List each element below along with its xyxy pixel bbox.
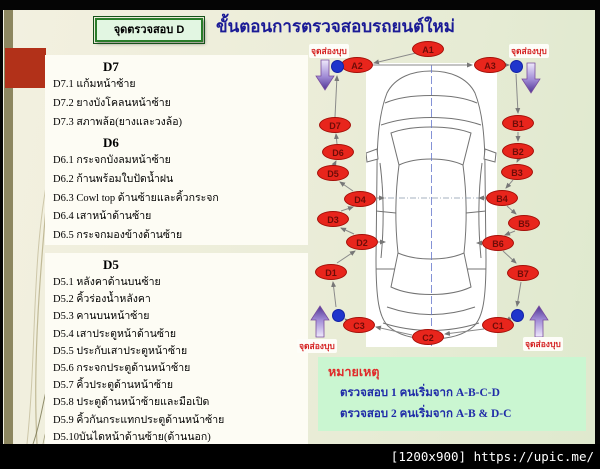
inspection-node-d1: D1 xyxy=(315,264,347,280)
note-box: หมายเหตุ ตรวจสอบ 1 คนเริ่มจาก A-B-C-D ตร… xyxy=(318,357,586,431)
checklist-item: D7.2 ยางบังโคลนหน้าซ้าย xyxy=(53,97,171,109)
inspection-node-b6: B6 xyxy=(482,235,514,251)
note-title: หมายเหตุ xyxy=(328,365,380,379)
checklist-item: D5.10บันไดหน้าด้านซ้าย(ด้านนอก) xyxy=(53,431,211,443)
inspection-node-c3: C3 xyxy=(343,317,375,333)
sight-dot xyxy=(330,59,344,73)
checklist-item: D5.4 เสาประตูหน้าด้านซ้าย xyxy=(53,328,177,340)
checklist-item: D5.6 กระจกประตูด้านหน้าซ้าย xyxy=(53,363,191,375)
inspection-node-a2: A2 xyxy=(341,57,373,73)
sight-dot xyxy=(509,59,523,73)
inspection-node-a3: A3 xyxy=(474,57,506,73)
slide: ขั้นตอนการตรวจสอบรถยนต์ใหม่ จุดตรวจสอบ D… xyxy=(3,10,595,444)
checklist-title: D5 xyxy=(103,257,119,272)
sight-point-label: จุดส่องบุบ xyxy=(523,337,563,351)
inspection-node-c2: C2 xyxy=(412,329,444,345)
inspection-node-d7: D7 xyxy=(319,117,351,133)
inspection-node-b3: B3 xyxy=(501,164,533,180)
checklist-items: D7.1 แก้มหน้าซ้าย D7.2 ยางบังโคลนหน้าซ้าย… xyxy=(45,76,308,132)
note-line: ตรวจสอบ 1 คนเริ่มจาก A-B-C-D xyxy=(340,387,500,399)
sight-dot xyxy=(510,308,524,322)
inspection-node-a1: A1 xyxy=(412,41,444,57)
sight-dot xyxy=(331,308,345,322)
watermark-bar: [1200x900] https://upic.me/ xyxy=(0,444,600,469)
inspection-node-b2: B2 xyxy=(502,143,534,159)
checklist-item: D5.2 คิ้วร่องน้ำหลังคา xyxy=(53,294,151,306)
checklist-item: D7.1 แก้มหน้าซ้าย xyxy=(53,79,136,90)
checklist-item: D5.5 ประกับเสาประตูหน้าซ้าย xyxy=(53,345,188,357)
watermark-text: [1200x900] https://upic.me/ xyxy=(390,449,594,464)
inspection-node-b1: B1 xyxy=(502,115,534,131)
checklist-items: D6.1 กระจกบังลมหน้าซ้าย D6.2 ก้านพร้อมใบป… xyxy=(45,152,308,246)
checklist-panel-d7: D7 D7.1 แก้มหน้าซ้าย D7.2 ยางบังโคลนหน้าซ… xyxy=(45,55,308,131)
checklist-item: D6.3 Cowl top ด้านซ้ายและคิ้วกระจก xyxy=(53,192,219,204)
checklist-item: D5.3 คานบนหน้าซ้าย xyxy=(53,311,150,323)
sight-point-label: จุดส่องบุบ xyxy=(509,44,549,58)
left-olive-stripe xyxy=(4,10,13,444)
inspection-node-d6: D6 xyxy=(322,144,354,160)
checklist-items: D5.1 หลังคาด้านบนซ้าย D5.2 คิ้วร่องน้ำหลั… xyxy=(45,274,308,444)
inspection-node-d2: D2 xyxy=(346,234,378,250)
checklist-item: D7.3 สภาพล้อ(ยางและวงล้อ) xyxy=(53,116,182,128)
checklist-panel-d5: D5 D5.1 หลังคาด้านบนซ้าย D5.2 คิ้วร่องน้ำ… xyxy=(45,253,308,444)
sight-point-label: จุดส่องบุบ xyxy=(309,44,349,58)
note-line: ตรวจสอบ 2 คนเริ่มจาก A-B & D-C xyxy=(340,408,512,420)
inspection-node-c1: C1 xyxy=(482,317,514,333)
checklist-item: D6.5 กระจกมองข้างด้านซ้าย xyxy=(53,230,183,242)
checklist-item: D5.9 คิ้วกันกระแทกประตูด้านหน้าซ้าย xyxy=(53,414,225,426)
checklist-item: D6.4 เสาหน้าด้านซ้าย xyxy=(53,211,152,223)
red-accent-block xyxy=(5,48,46,88)
checklist-item: D5.8 ประตูด้านหน้าซ้ายและมือเปิด xyxy=(53,397,210,409)
checklist-item: D5.1 หลังคาด้านบนซ้าย xyxy=(53,277,161,288)
inspection-point-badge: จุดตรวจสอบ D xyxy=(93,16,205,44)
checklist-item: D6.1 กระจกบังลมหน้าซ้าย xyxy=(53,155,171,166)
checklist-panel-d6: D6 D6.1 กระจกบังลมหน้าซ้าย D6.2 ก้านพร้อม… xyxy=(45,131,308,245)
checklist-title: D6 xyxy=(103,135,119,150)
page-title: ขั้นตอนการตรวจสอบรถยนต์ใหม่ xyxy=(216,17,455,36)
checklist-title: D7 xyxy=(103,59,119,74)
inspection-node-b7: B7 xyxy=(507,265,539,281)
inspection-node-b4: B4 xyxy=(486,190,518,206)
car-top-view-icon xyxy=(365,70,497,340)
checklist-item: D6.2 ก้านพร้อมใบปัดน้ำฝน xyxy=(53,173,174,185)
inspection-node-d5: D5 xyxy=(317,165,349,181)
inspection-node-b5: B5 xyxy=(508,215,540,231)
sight-point-label: จุดส่องบุบ xyxy=(297,339,337,353)
checklist-item: D5.7 คิ้วประตูด้านหน้าซ้าย xyxy=(53,380,174,392)
inspection-node-d4: D4 xyxy=(344,191,376,207)
inspection-node-d3: D3 xyxy=(317,211,349,227)
